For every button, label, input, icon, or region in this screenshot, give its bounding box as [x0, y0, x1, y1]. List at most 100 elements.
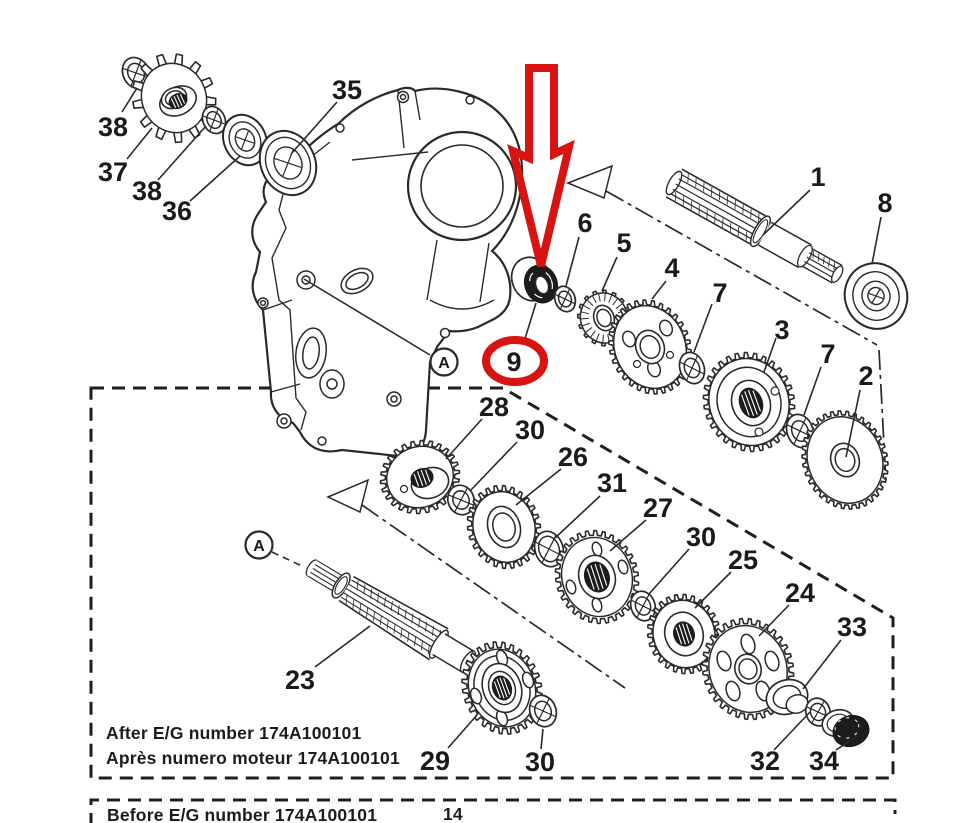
part-label-32: 32: [750, 711, 811, 776]
part-label-7: 7: [693, 278, 728, 353]
part-label-1: 1: [762, 162, 826, 236]
part-label-34: 34: [809, 735, 858, 776]
part-label-23: 23: [285, 625, 371, 695]
crankcase-drawing: [251, 86, 524, 458]
red-arrow-annotation: [507, 64, 575, 267]
gear-and-shaft-parts: [121, 53, 909, 748]
part-number-text: 27: [643, 493, 673, 523]
part-number-text: 4: [664, 253, 679, 283]
part-label-31: 31: [554, 468, 627, 539]
part-label-3: 3: [763, 315, 790, 373]
part-number-text: 30: [515, 415, 545, 445]
part-number-labels: 3837383635186547372928302631273025243323…: [98, 75, 893, 777]
part-label-4: 4: [651, 253, 680, 300]
part-label-38: 38: [132, 125, 207, 206]
main-axle-shaft-1: [665, 168, 844, 284]
part-number-text: 37: [98, 157, 128, 187]
collar-33: [765, 678, 809, 716]
washer-38: [201, 105, 227, 135]
washer-7a: [678, 351, 706, 385]
detail-marker-a-1: A: [303, 278, 459, 377]
gear-2: [801, 410, 889, 510]
part-number-text: 28: [479, 392, 509, 422]
washer-6: [553, 285, 577, 313]
part-number-text: 38: [132, 176, 162, 206]
part-number-text: 7: [712, 278, 727, 308]
part-number-text: 30: [525, 747, 555, 777]
part-label-36: 36: [162, 155, 241, 226]
washer-30a: [446, 484, 476, 516]
part-number-text: 36: [162, 196, 192, 226]
washer-31: [533, 530, 565, 568]
part-number-text: 6: [577, 208, 592, 238]
part-label-24: 24: [758, 578, 815, 637]
gear-4: [608, 299, 692, 395]
part-label-27: 27: [609, 493, 673, 552]
detail-marker-a-2: A: [244, 530, 305, 568]
gear-29: [461, 641, 543, 735]
bearing-9: [510, 256, 559, 304]
part-number-text: 33: [837, 612, 867, 642]
washer-30c: [528, 694, 558, 728]
part-number-text: 26: [558, 442, 588, 472]
detail-markers: AA: [244, 278, 459, 568]
part-label-35: 35: [290, 75, 362, 155]
part-label-26: 26: [515, 442, 588, 506]
red-annotations: [482, 64, 575, 386]
part-number-text: 1: [810, 162, 825, 192]
gear-26: [466, 484, 542, 570]
caption-before-line1: Before E/G number 174A100101: [107, 805, 377, 823]
part-number-text: 34: [809, 746, 839, 776]
part-label-25: 25: [694, 545, 758, 609]
part-label-30: 30: [525, 728, 555, 777]
bushing-34: [821, 708, 870, 748]
part-label-5: 5: [601, 228, 632, 292]
gear-27: [554, 529, 640, 625]
part-number-text: 31: [597, 468, 627, 498]
part-number-text: 32: [750, 746, 780, 776]
drive-axle-shaft-23: [305, 559, 477, 674]
part-number-text: 29: [420, 746, 450, 776]
part-number-text: 25: [728, 545, 758, 575]
caption-after-line1: After E/G number 174A100101: [106, 723, 361, 743]
part-number-text: 7: [820, 339, 835, 369]
part-number-text: 9: [506, 347, 521, 377]
gear-25: [646, 593, 722, 675]
gear-24: [701, 617, 795, 721]
detail-marker-letter: A: [438, 355, 450, 372]
red-circle-annotation: [482, 336, 548, 386]
part-number-text: 8: [877, 188, 892, 218]
bearing-35: [258, 129, 318, 197]
part-number-text: 24: [785, 578, 815, 608]
part-label-8: 8: [871, 188, 893, 265]
part-label-6: 6: [565, 208, 593, 287]
part-number-text: 23: [285, 665, 315, 695]
detail-marker-letter: A: [253, 538, 265, 555]
part-number-text: 5: [616, 228, 631, 258]
part-number-text: 3: [774, 315, 789, 345]
part-label-2: 2: [845, 361, 874, 458]
drive-sprocket-37: [132, 53, 217, 144]
part-number-text: 38: [98, 112, 128, 142]
bearing-8: [843, 262, 909, 330]
part-label-28: 28: [445, 392, 509, 460]
part-number-text: 35: [332, 75, 362, 105]
part-number-text: 30: [686, 522, 716, 552]
part-label-29: 29: [420, 714, 478, 776]
part-label-30: 30: [469, 415, 545, 492]
gear-3: [702, 351, 796, 453]
part-label-7: 7: [803, 339, 836, 416]
part-label-30: 30: [648, 522, 716, 595]
part-label-38: 38: [98, 87, 138, 142]
caption-after-line2: Après numero moteur 174A100101: [106, 748, 400, 768]
bearing-36: [222, 113, 268, 167]
page-number: 14: [443, 804, 463, 823]
part-label-37: 37: [98, 127, 153, 187]
part-label-9-circled: 9: [506, 302, 537, 377]
part-number-text: 2: [858, 361, 873, 391]
part-label-33: 33: [802, 612, 867, 690]
washer-30b: [629, 590, 657, 622]
circlip-38: [121, 56, 151, 90]
